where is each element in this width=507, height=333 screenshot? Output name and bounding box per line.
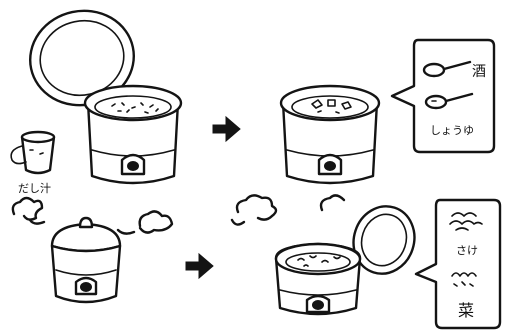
cup-icon [11, 132, 54, 173]
steam-icon [13, 198, 44, 224]
step-3-cooking [13, 198, 172, 302]
ingredients-bubble: さけ 菜 [416, 200, 500, 328]
steam-icon [321, 195, 344, 210]
salmon-label: さけ [456, 244, 478, 257]
arrow-right-icon [186, 254, 213, 278]
sake-label: 酒 [472, 64, 486, 80]
steam-icon [232, 195, 276, 224]
greens-label: 菜 [458, 301, 474, 320]
arrow-right-icon [213, 117, 240, 141]
dashi-label: だし汁 [18, 182, 51, 195]
steam-icon [118, 211, 172, 233]
seasoning-bubble: 酒 しょうゆ [392, 40, 494, 152]
shoyu-label: しょうゆ [430, 124, 474, 137]
step-4-finished [232, 195, 423, 314]
step-2-add-seasoning [281, 86, 379, 183]
